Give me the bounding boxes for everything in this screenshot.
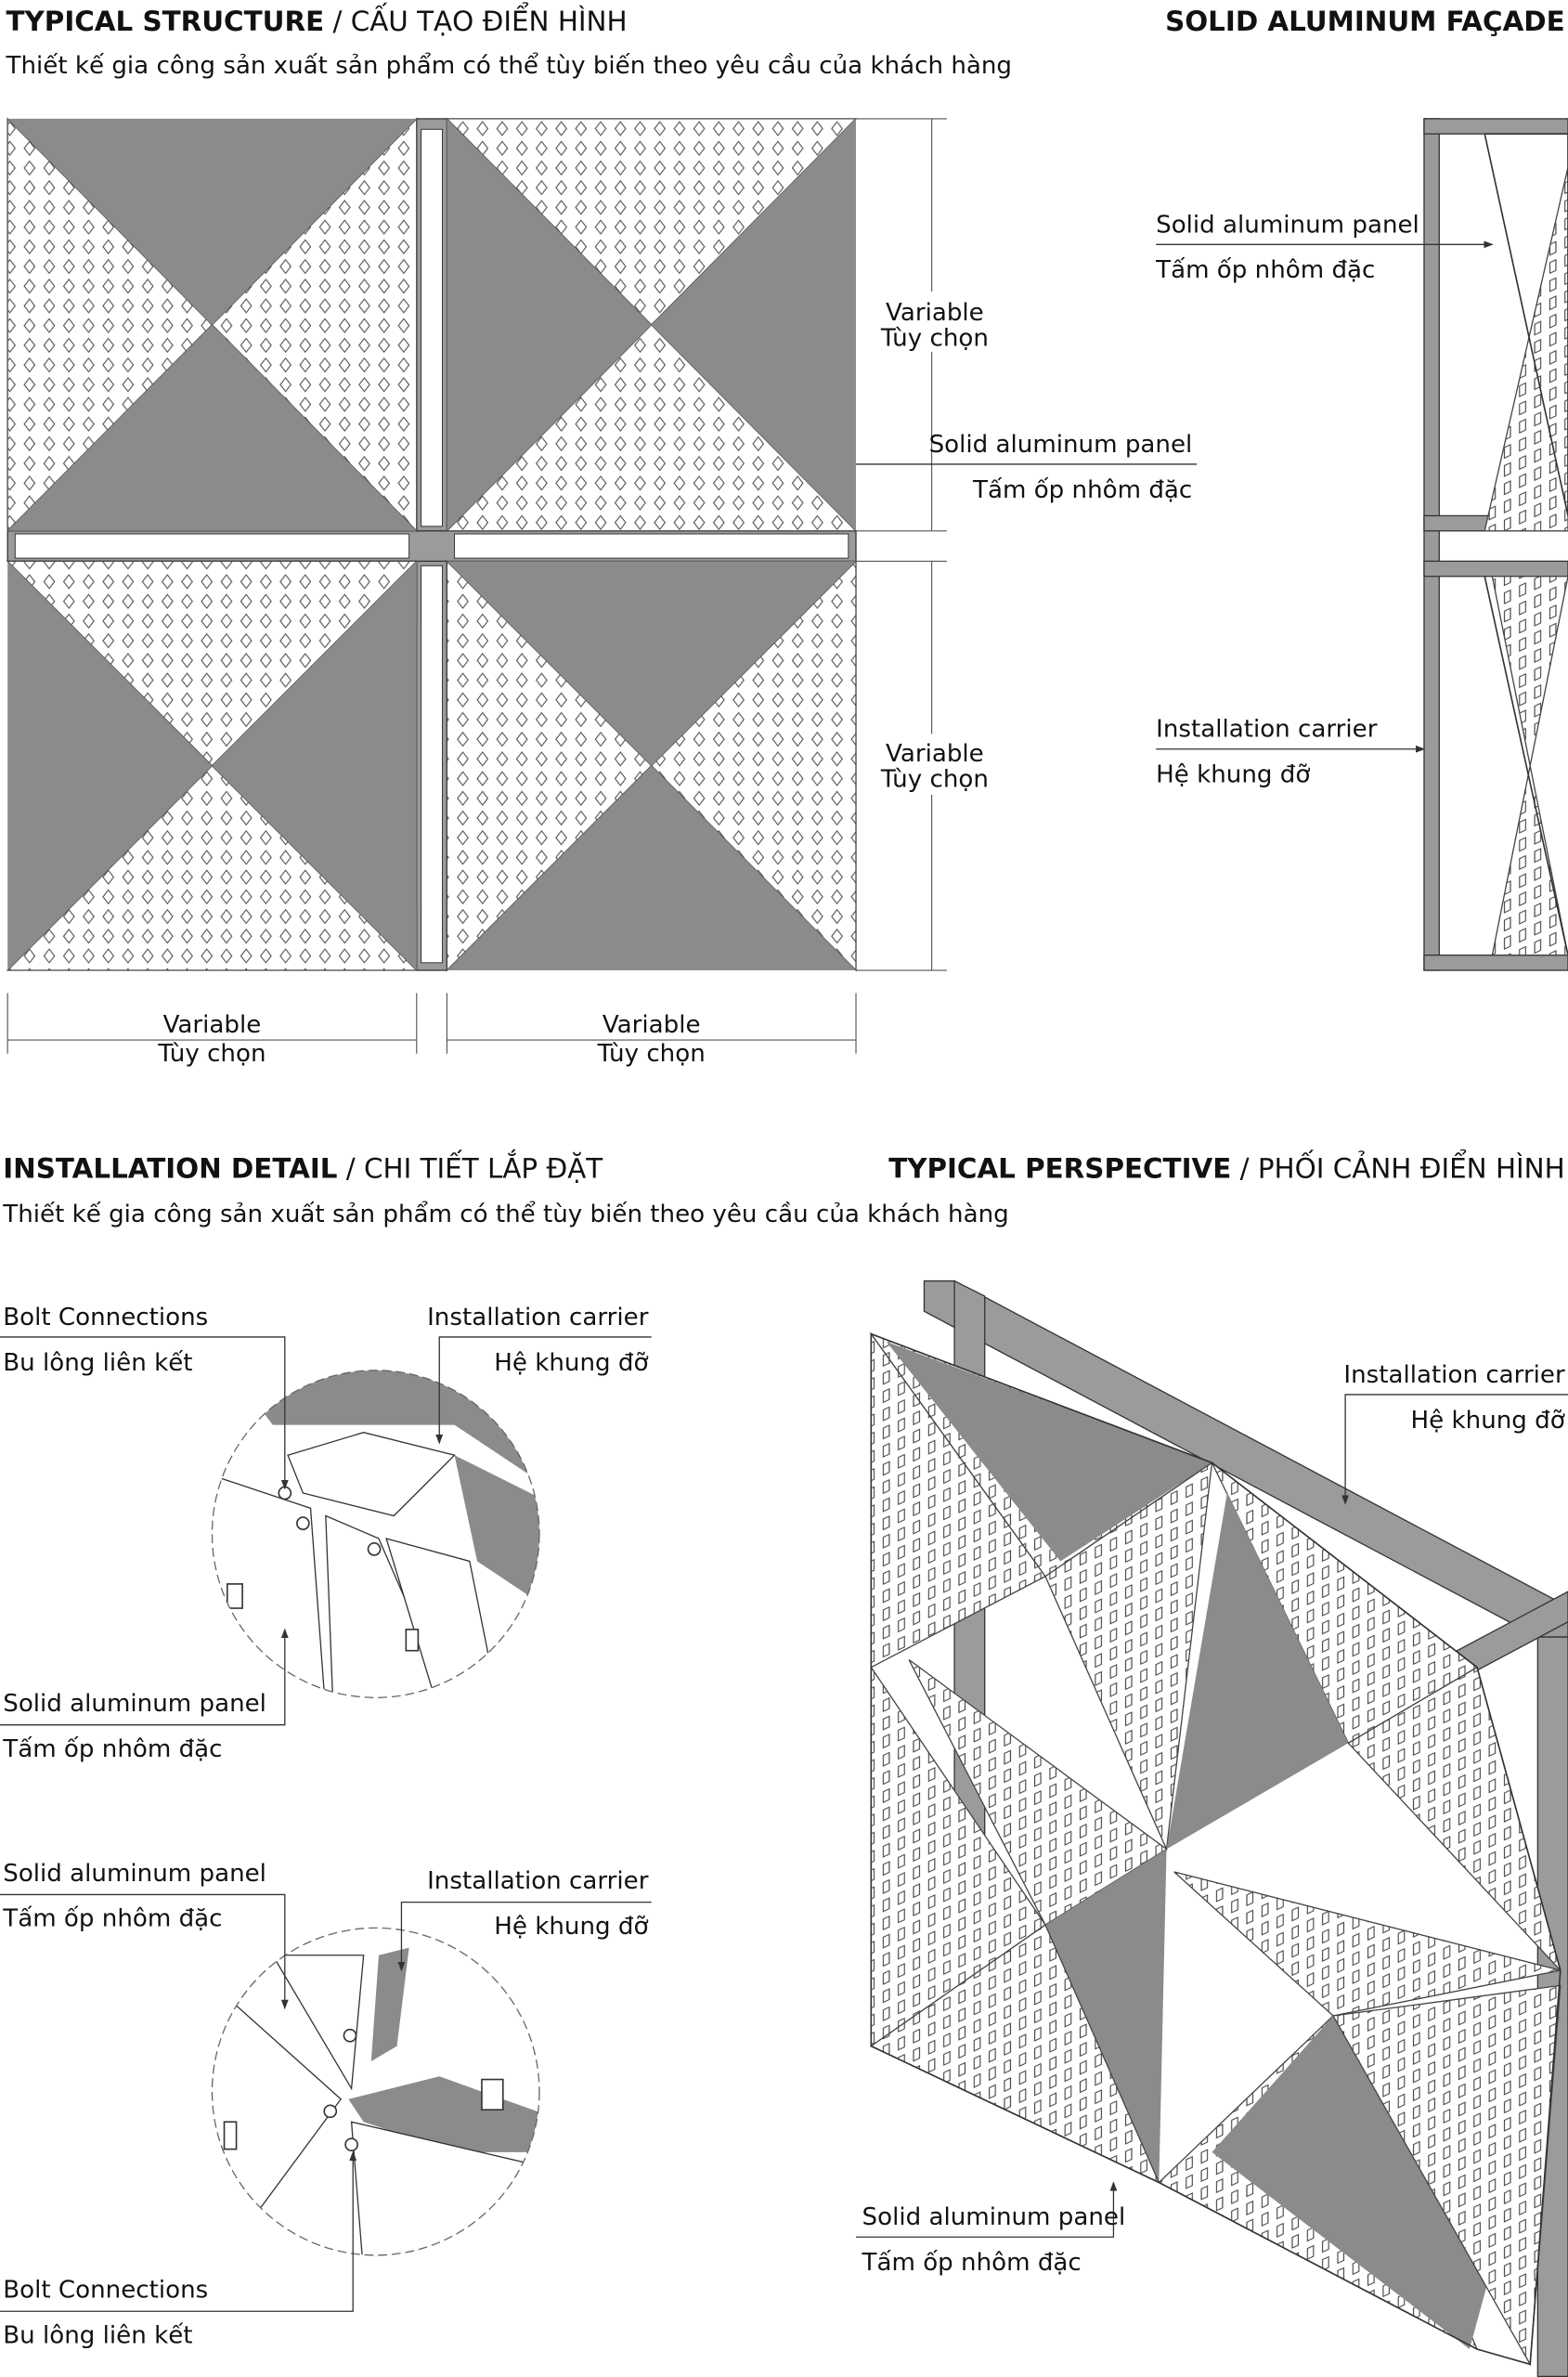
detail1-carrier-label-vi: Hệ khung đỡ	[494, 1349, 648, 1377]
facade-panel-label-vi: Tấm ốp nhôm đặc	[1155, 256, 1375, 284]
panel-1	[6, 117, 418, 533]
facade-panel-label-en: Solid aluminum panel	[1156, 211, 1419, 239]
detail1-panel-label-en: Solid aluminum panel	[3, 1690, 266, 1718]
detail2-carrier-label-en: Installation carrier	[427, 1867, 649, 1895]
structure-panel-label-vi: Tấm ốp nhôm đặc	[972, 476, 1192, 504]
perspective-carrier-label-en: Installation carrier	[1343, 1361, 1565, 1389]
detail2-carrier-label-vi: Hệ khung đỡ	[494, 1913, 648, 1941]
detail1-bolt-label-vi: Bu lông liên kết	[3, 1349, 192, 1377]
dim-bottom-left-en: Variable	[163, 1011, 262, 1039]
detail1-panel-label-vi: Tấm ốp nhôm đặc	[2, 1735, 222, 1763]
detail2-bolt-label-en: Bolt Connections	[3, 2277, 208, 2305]
facade-carrier-label-en: Installation carrier	[1156, 716, 1378, 744]
detail-circle-1	[211, 1370, 540, 1698]
dim-right-bottom-en: Variable	[886, 740, 984, 768]
dim-right-bottom-vi: Tùy chọn	[880, 766, 989, 794]
dim-bottom-right-vi: Tùy chọn	[597, 1040, 706, 1068]
dim-right-top-vi: Tùy chọn	[880, 325, 989, 353]
dim-bottom-left-vi: Tùy chọn	[157, 1040, 266, 1068]
panel-2	[445, 118, 858, 532]
detail-circle-2	[211, 1927, 540, 2256]
solid-facade-title: SOLID ALUMINUM FAÇADE	[1165, 6, 1565, 37]
panel-4	[446, 559, 857, 972]
dim-bottom-right-en: Variable	[603, 1011, 701, 1039]
perspective-panel-label-vi: Tấm ốp nhôm đặc	[862, 2249, 1082, 2277]
detail1-bolt-label-en: Bolt Connections	[3, 1304, 208, 1331]
perspective-view	[869, 1279, 1568, 2377]
detail2-bolt-label-vi: Bu lông liên kết	[3, 2321, 192, 2349]
typical-structure-title: TYPICAL STRUCTURE / CẤU TẠO ĐIỂN HÌNH	[6, 0, 628, 37]
installation-detail-subtitle: Thiết kế gia công sản xuất sản phẩm có t…	[2, 1200, 1008, 1228]
facade-carrier-label-vi: Hệ khung đỡ	[1156, 761, 1310, 789]
panel-3	[6, 560, 419, 971]
detail2-panel-label-vi: Tấm ốp nhôm đặc	[2, 1905, 222, 1933]
typical-perspective-title: TYPICAL PERSPECTIVE / PHỐI CẢNH ĐIỂN HÌN…	[888, 1148, 1565, 1185]
panel-grid	[6, 117, 858, 972]
installation-detail-title: INSTALLATION DETAIL / CHI TIẾT LẮP ĐẶT	[3, 1149, 603, 1185]
perspective-panel-label-en: Solid aluminum panel	[862, 2203, 1126, 2231]
typical-structure-subtitle: Thiết kế gia công sản xuất sản phẩm có t…	[6, 51, 1012, 80]
perspective-carrier-label-vi: Hệ khung đỡ	[1411, 1407, 1565, 1435]
detail2-panel-label-en: Solid aluminum panel	[3, 1860, 266, 1888]
facade-section	[1423, 118, 1568, 971]
detail1-carrier-label-en: Installation carrier	[427, 1304, 649, 1331]
dim-right-top-en: Variable	[886, 299, 984, 327]
structure-panel-label-en: Solid aluminum panel	[929, 431, 1193, 459]
